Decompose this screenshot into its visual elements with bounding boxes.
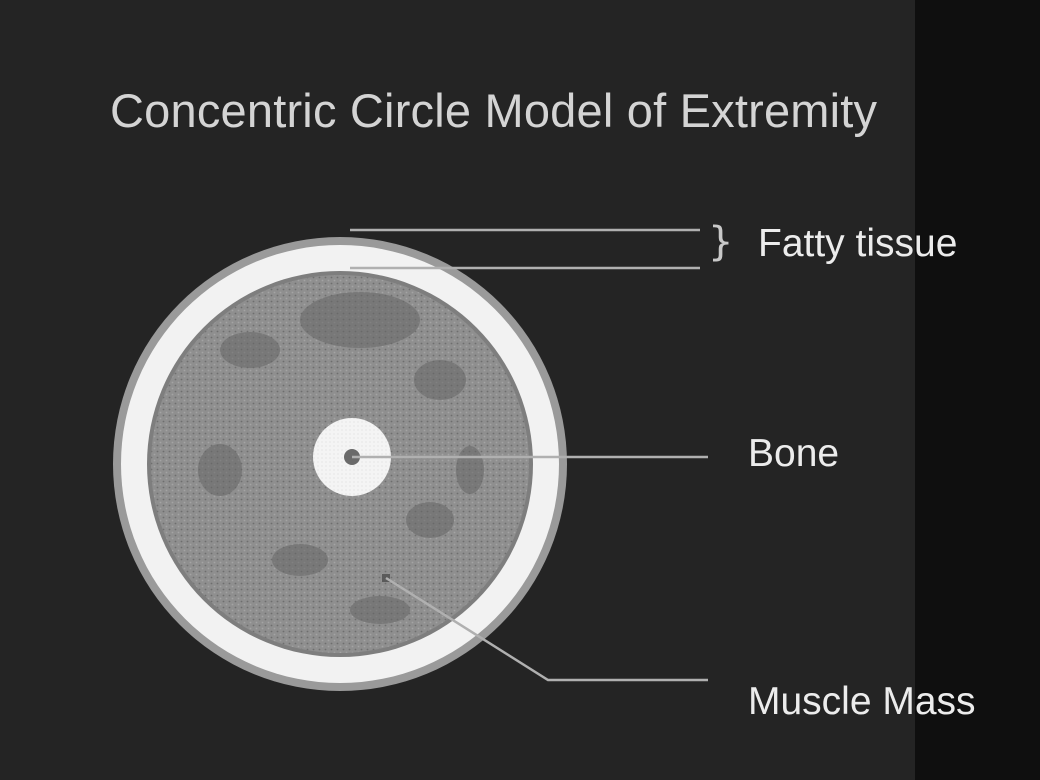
muscle-mass-label: Muscle Mass: [748, 680, 976, 724]
fatty-tissue-label: Fatty tissue: [758, 222, 957, 266]
bone-label: Bone: [748, 432, 839, 476]
fatty-tissue-brace: }: [708, 222, 733, 262]
